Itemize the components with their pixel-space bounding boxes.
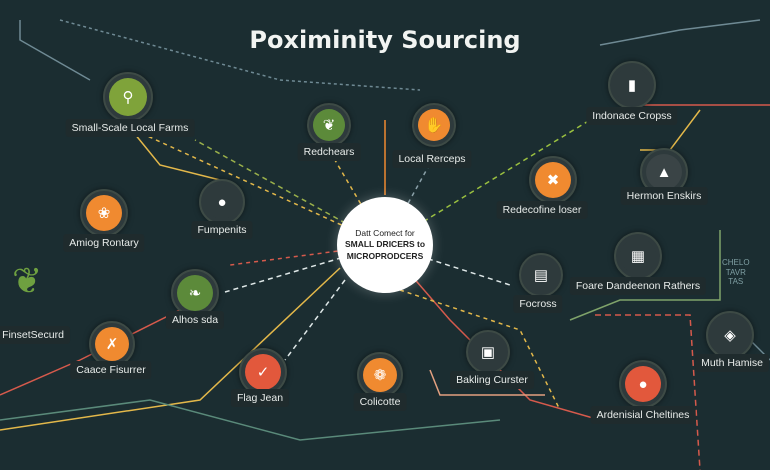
tag-icon: ◈ [706,311,754,359]
node-label: Small-Scale Local Farms [65,119,195,137]
node-label: Alhos sda [165,311,225,329]
node-label: Flag Jean [230,389,290,407]
node-label: Foare Dandeenon Rathers [569,277,707,295]
side-caption-line: TAS [728,277,744,287]
node-label: Redecofine loser [496,201,588,219]
crate-icon: ▦ [614,232,662,280]
hub-line-1: Datt Comect for [355,228,415,239]
node-label: Fumpenits [191,221,253,239]
hub-line-3: MICROPRODCERS [346,250,424,261]
node-label: Colicotte [353,393,407,411]
bottle-icon: ▮ [608,61,656,109]
sprout-icon: ⚲ [103,72,153,122]
tomato-icon: ● [199,179,245,225]
node-label: Focross [513,295,563,313]
carrot-icon: ❀ [80,189,128,237]
node-label: Muth Hamise [695,354,769,372]
node-label: Indonace Cropss [586,107,678,125]
beet-icon: ❦ [12,260,43,301]
leaf-icon: ❦ [307,103,351,147]
node-label: Caace Fisurrer [70,361,152,379]
central-hub: Datt Comect for SMALL DRICERS to MICROPR… [337,197,433,293]
hub-line-2: SMALL DRICERS to [344,239,426,250]
apple-icon: ● [619,360,667,408]
node-label: FinsetSecurd [0,326,70,344]
node-label: Local Rerceps [392,150,472,168]
document-icon: ▤ [519,253,563,297]
bag-icon: ✓ [239,348,287,396]
page-title: Poximinity Sourcing [249,26,521,54]
side-caption-line: TAVR [725,267,746,277]
node-label: Bakling Curster [450,371,534,389]
node-label: Redchears [297,143,361,161]
barn-icon: ▣ [466,330,510,374]
node-label: Ardenisial Cheltines [590,406,696,424]
side-caption-line: CHELO [722,258,750,267]
cross-icon: ✖ [529,156,577,204]
side-caption: CHELO TAVR TAS [722,258,750,287]
hand-plant-icon: ✋ [412,103,456,147]
pumpkin-icon: ❁ [357,352,403,398]
node-label: Amiog Rontary [63,234,145,252]
node-label: Hermon Enskirs [620,187,708,205]
knot-icon: ✗ [89,321,135,367]
leaves-icon: ❧ [171,269,219,317]
